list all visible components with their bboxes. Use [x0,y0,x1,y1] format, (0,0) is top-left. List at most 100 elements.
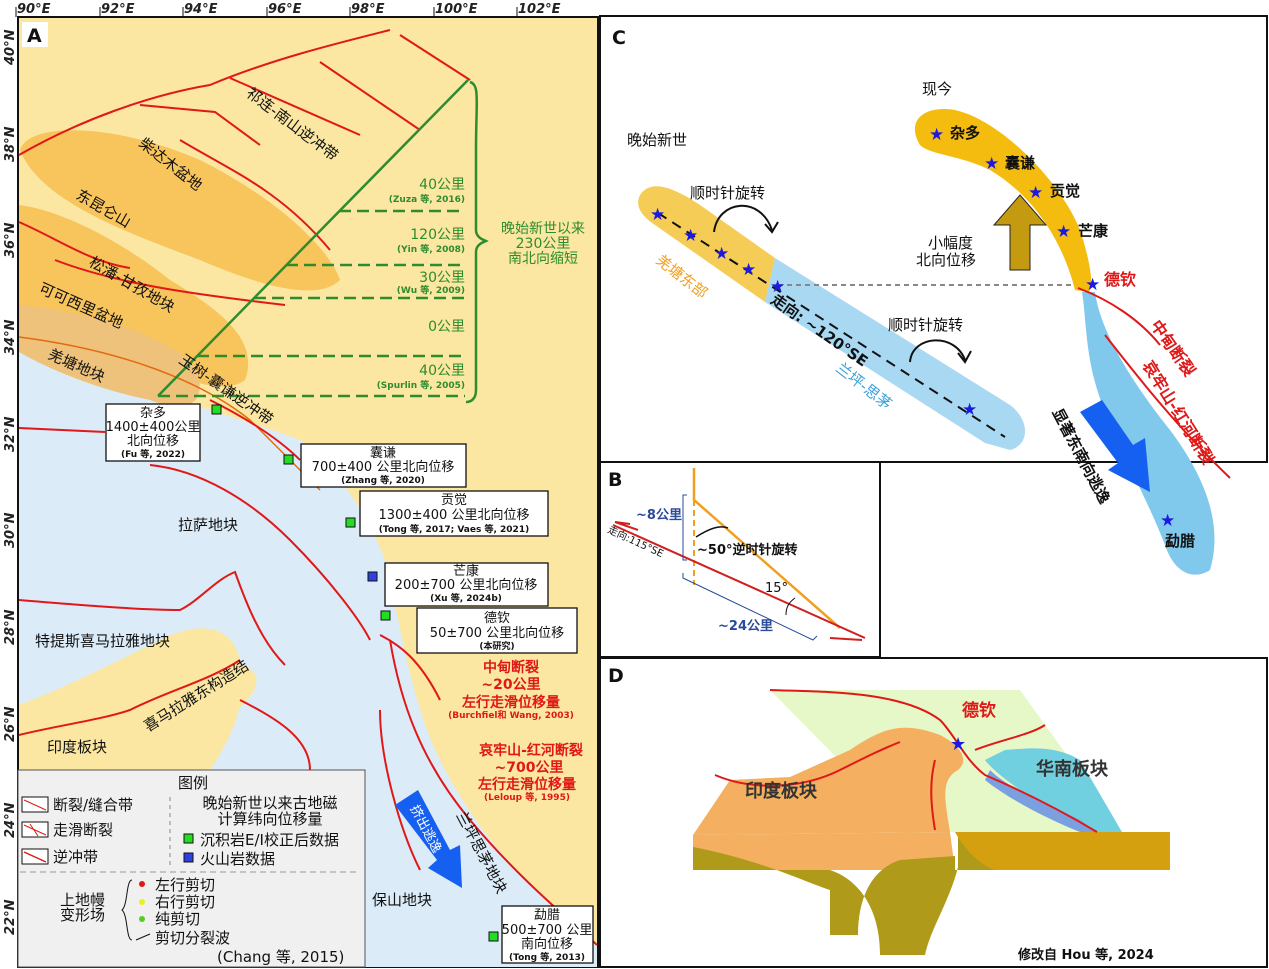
svg-text:38°N: 38°N [3,126,18,162]
svg-text:剪切分裂波: 剪切分裂波 [155,929,230,947]
shortening-ref: (Wu 等, 2009) [397,284,465,296]
svg-text:★: ★ [650,205,665,225]
svg-text:50±700 公里北向位移: 50±700 公里北向位移 [430,625,564,641]
svg-text:30°N: 30°N [3,512,18,548]
svg-text:(Xu 等, 2024b): (Xu 等, 2024b) [430,592,502,604]
svg-text:左行剪切: 左行剪切 [155,876,215,894]
total-shortening: 230公里 [516,236,571,252]
zhongdian-fault-note: 中甸断裂 ~20公里 左行走滑位移量 (Burchfiel和 Wang, 200… [448,659,574,721]
svg-text:★: ★ [714,244,729,264]
panel-d: D ★ 德钦 印度板块 华南板块 修改自 Hou 等, 2024 [599,657,1268,968]
svg-text:★: ★ [962,400,977,420]
svg-text:700±400 公里北向位移: 700±400 公里北向位移 [312,459,455,475]
svg-text:图例: 图例 [178,774,208,792]
svg-text:囊谦: 囊谦 [1004,154,1035,172]
svg-text:~8公里: ~8公里 [636,508,682,523]
svg-text:★: ★ [950,734,966,755]
clockwise-label: 顺时针旋转 [690,184,765,202]
svg-text:C: C [612,27,626,49]
svg-text:走滑断裂: 走滑断裂 [53,821,113,839]
svg-text:德钦: 德钦 [484,611,510,626]
svg-text:32°N: 32°N [3,416,18,452]
shortening-value: 30公里 [419,270,465,286]
svg-text:南向位移: 南向位移 [521,936,573,952]
svg-text:94°E: 94°E [184,2,218,17]
panel-c: C 现今 晚始新世 ★★★★★★ 顺时针旋转 顺时针旋转 羌塘东部 走向: ~1… [599,15,1268,575]
panel-b: B ~8公里 走向:115°SE ~50°逆时针旋转 15° ~24公里 [599,461,881,658]
svg-text:(Burchfiel和 Wang, 2003): (Burchfiel和 Wang, 2003) [448,709,574,721]
site-zaduo: 杂多 1400±400公里 北向位移 (Fu 等, 2022) [105,403,222,462]
label-baoshan: 保山地块 [372,891,432,909]
svg-text:102°E: 102°E [518,2,561,17]
svg-text:(Tong 等, 2017; Vaes 等, 2021): (Tong 等, 2017; Vaes 等, 2021) [379,523,529,535]
svg-text:★: ★ [741,260,756,280]
svg-text:96°E: 96°E [268,2,302,17]
svg-text:★: ★ [683,226,698,246]
svg-text:~20公里: ~20公里 [481,677,540,693]
svg-text:左行走滑位移量: 左行走滑位移量 [461,694,560,711]
shortening-ref: (Yin 等, 2008) [397,243,465,255]
svg-text:火山岩数据: 火山岩数据 [200,850,275,868]
svg-text:纯剪切: 纯剪切 [155,910,200,928]
svg-text:杂多: 杂多 [950,124,980,142]
svg-text:92°E: 92°E [101,2,135,17]
svg-text:36°N: 36°N [3,222,18,258]
svg-text:计算纬向位移量: 计算纬向位移量 [217,810,322,828]
svg-text:囊谦: 囊谦 [370,445,396,461]
svg-text:芒康: 芒康 [1078,222,1109,240]
site-mengla: 勐腊 500±700 公里 南向位移 (Tong 等, 2013) [488,905,594,964]
svg-text:D: D [608,665,624,687]
shortening-value: 0公里 [428,319,465,335]
svg-text:贡觉: 贡觉 [441,493,467,508]
site-mangkang: 芒康 200±700 公里北向位移 (Xu 等, 2024b) [367,562,549,607]
svg-text:变形场: 变形场 [60,906,105,924]
ailao-fault-note: 哀牢山-红河断裂 ~700公里 左行走滑位移量 (Leloup 等, 1995) [477,742,583,803]
svg-text:北向位移: 北向位移 [127,433,179,449]
svg-text:华南板块: 华南板块 [1036,758,1109,780]
svg-text:200±700 公里北向位移: 200±700 公里北向位移 [395,577,538,593]
shortening-ref: (Zuza 等, 2016) [389,193,465,205]
svg-text:德钦: 德钦 [962,700,996,721]
svg-text:芒康: 芒康 [453,563,479,579]
svg-text:★: ★ [1028,183,1043,203]
svg-text:晚始新世以来古地磁: 晚始新世以来古地磁 [202,794,337,812]
svg-text:★: ★ [1056,222,1071,242]
svg-text:26°N: 26°N [3,706,18,742]
legend: 图例 断裂/缝合带 走滑断裂 逆冲带 晚始新世以来古地磁 计算纬向位移量 沉积岩… [17,769,366,968]
panel-label-a: A [27,25,42,47]
svg-text:北向位移: 北向位移 [916,251,976,269]
qaidam-basin [20,130,340,291]
svg-text:1300±400 公里北向位移: 1300±400 公里北向位移 [379,507,530,523]
svg-text:24°N: 24°N [3,802,18,838]
svg-text:★: ★ [929,125,944,145]
svg-text:40°N: 40°N [3,29,18,66]
shortening-triangle [157,79,489,404]
svg-text:断裂/缝合带: 断裂/缝合带 [53,796,133,814]
clockwise-label: 顺时针旋转 [888,316,963,334]
svg-text:100°E: 100°E [435,2,478,17]
shortening-value: 120公里 [410,227,465,243]
svg-text:勐腊: 勐腊 [1165,532,1195,550]
svg-text:现今: 现今 [922,80,952,98]
svg-text:★: ★ [1160,511,1175,531]
label-tethys: 特提斯喜马拉雅地块 [35,632,170,650]
svg-text:~24公里: ~24公里 [718,619,773,634]
svg-text:90°E: 90°E [17,2,51,17]
svg-text:中甸断裂: 中甸断裂 [483,659,539,676]
panel-a-map: 祁连-南山逆冲带 柴达木盆地 东昆仑山 松潘-甘孜地块 可可西里盆地 羌塘地块 … [17,16,599,968]
svg-text:~50°逆时针旋转: ~50°逆时针旋转 [697,542,797,558]
svg-text:★: ★ [1085,275,1100,295]
shortening-ref: (Spurlin 等, 2005) [377,379,465,391]
label-lhasa: 拉萨地块 [178,516,238,534]
svg-text:贡觉: 贡觉 [1050,182,1080,200]
svg-text:★: ★ [770,277,785,297]
shortening-value: 40公里 [419,177,465,193]
svg-text:98°E: 98°E [351,2,385,17]
svg-text:15°: 15° [765,581,788,596]
svg-text:哀牢山-红河断裂: 哀牢山-红河断裂 [479,742,583,759]
svg-text:(Fu 等, 2022): (Fu 等, 2022) [121,448,185,460]
svg-text:杂多: 杂多 [140,405,166,421]
svg-text:勐腊: 勐腊 [534,908,560,923]
svg-text:(Tong 等, 2013): (Tong 等, 2013) [509,951,585,963]
